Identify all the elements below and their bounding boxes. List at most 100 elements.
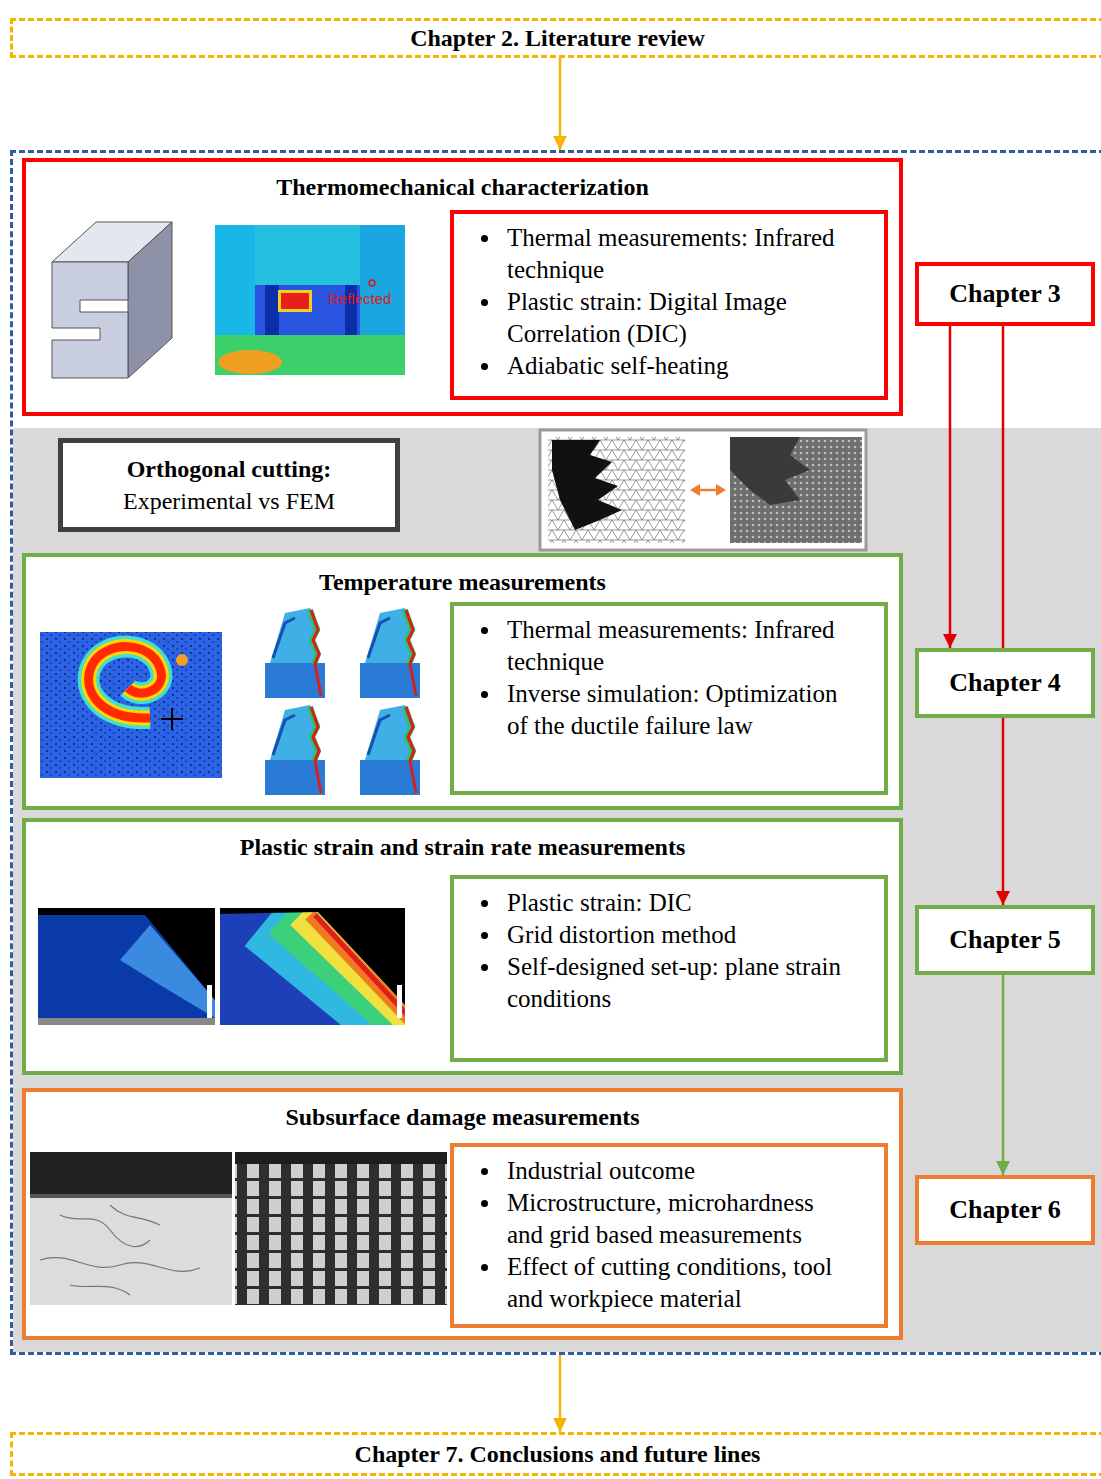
infrared-image: [215, 335, 405, 375]
connector-arrow: [1002, 718, 1005, 905]
box-ground: [58, 438, 400, 532]
fem-vs-photo-panel: [548, 437, 685, 543]
bullet-box: Industrial outcomeMicrostructure, microh…: [450, 1143, 888, 1328]
strain-map-images: [397, 985, 402, 1018]
chip-simulation-images: [265, 705, 325, 795]
micrograph-images: [235, 1152, 447, 1305]
specimen-drawing: [52, 262, 128, 378]
infrared-image: [255, 225, 360, 285]
fem-vs-photo-panel: [730, 437, 810, 505]
infrared-image: [215, 225, 405, 375]
gray-band: [13, 428, 1101, 1352]
section-box: Temperature measurementsThermal measurem…: [22, 553, 903, 810]
strain-map-images: [220, 908, 405, 1025]
box-label: Chapter 6: [949, 1194, 1060, 1226]
fem-vs-photo-panel: [540, 430, 866, 550]
box-label: Orthogonal cutting:: [127, 453, 332, 485]
bullet-text: Inverse simulation: Optimization of the …: [472, 678, 852, 742]
fem-vs-photo-panel: [716, 484, 726, 496]
fem-vs-photo-panel: [690, 484, 700, 496]
section-heading: Subsurface damage measurements: [26, 1102, 899, 1132]
chip-simulation-images: [265, 608, 325, 698]
box-ground: [22, 438, 903, 1340]
section-heading: Thermomechanical characterization: [26, 172, 899, 202]
micrograph-images: [40, 1205, 200, 1295]
infrared-image: [265, 285, 279, 335]
section-box: Plastic strain and strain rate measureme…: [22, 818, 903, 1075]
box-label: Chapter 3: [949, 278, 1060, 310]
image-annotation: Reflected: [328, 290, 391, 308]
group-frame: Thermomechanical characterizationThermal…: [10, 150, 1101, 1355]
bullet-text: Thermal measurements: Infrared technique: [472, 614, 852, 678]
chapter-box: Chapter 4: [915, 648, 1095, 718]
section-heading: Temperature measurements: [26, 567, 899, 597]
bullet-text: Industrial outcome: [472, 1155, 852, 1187]
bullet-text: Microstructure, microhardness and grid b…: [472, 1187, 852, 1251]
section-box: Thermomechanical characterizationThermal…: [22, 158, 903, 416]
spiral-infrared-image: [89, 647, 162, 718]
micrograph-images: [30, 1152, 232, 1305]
connector-arrow: [1002, 975, 1005, 1175]
box-label: Chapter 2. Literature review: [410, 23, 705, 53]
bullet-text: Grid distortion method: [472, 919, 852, 951]
bullet-text: Self-designed set-up: plane strain condi…: [472, 951, 852, 1015]
bullet-text: Effect of cutting conditions, tool and w…: [472, 1251, 852, 1315]
bullet-text: Thermal measurements: Infrared technique: [472, 222, 852, 286]
fem-vs-photo-panel: [552, 440, 622, 530]
infrared-image: [215, 225, 405, 375]
bullet-box: Plastic strain: DICGrid distortion metho…: [450, 875, 888, 1062]
spiral-infrared-image: [40, 632, 222, 778]
micrograph-images: [30, 1194, 232, 1198]
box-label: Chapter 5: [949, 924, 1060, 956]
strain-map-images: [38, 908, 215, 1000]
connector-arrow: [949, 326, 952, 648]
specimen-drawing: [52, 222, 172, 378]
connector-arrow: [1002, 326, 1005, 648]
chapter-box: Chapter 5: [915, 905, 1095, 975]
spiral-infrared-image: [89, 647, 162, 718]
infrared-image: [281, 293, 309, 309]
chapter-box: Chapter 6: [915, 1175, 1095, 1245]
micrograph-images: [235, 1152, 447, 1164]
infrared-image: [278, 290, 312, 312]
spiral-infrared-image: [176, 654, 188, 666]
box-ground: [22, 1088, 903, 1340]
bullet-box: Thermal measurements: Infrared technique…: [450, 210, 888, 400]
section-box: Subsurface damage measurementsIndustrial…: [22, 1088, 903, 1340]
bullet-text: Adiabatic self-heating: [472, 350, 852, 382]
micrograph-images: [30, 1152, 232, 1194]
spiral-infrared-image: [89, 647, 162, 718]
strain-map-images: [38, 908, 410, 1030]
chip-simulation-images: [360, 608, 420, 698]
chip-simulation-images: [360, 705, 420, 795]
box-ground: [22, 553, 903, 810]
box-label: Chapter 7. Conclusions and future lines: [355, 1439, 761, 1469]
spiral-infrared-image: [161, 718, 183, 720]
chip-simulation-images: [265, 608, 420, 795]
strain-map-images: [38, 1018, 215, 1025]
connector-arrow: [559, 1355, 562, 1432]
infrared-image: [218, 350, 282, 374]
specimen-drawing: [128, 222, 172, 378]
micrograph-images: [30, 1152, 447, 1305]
box-label: Experimental vs FEM: [123, 485, 335, 517]
spiral-infrared-image: [40, 632, 222, 778]
strain-map-images: [220, 908, 405, 1005]
section-heading: Plastic strain and strain rate measureme…: [26, 832, 899, 862]
chapter-band: Chapter 2. Literature review: [10, 18, 1101, 58]
box-label: Chapter 4: [949, 667, 1060, 699]
bullet-text: Plastic strain: DIC: [472, 887, 852, 919]
fem-vs-photo-panel: [730, 437, 862, 543]
fem-vs-photo-panel: [698, 489, 718, 492]
chapter-band: Chapter 7. Conclusions and future lines: [10, 1432, 1101, 1476]
chapter-box: Chapter 3: [915, 262, 1095, 326]
bullet-text: Plastic strain: Digital Image Correlatio…: [472, 286, 852, 350]
title-box: Orthogonal cutting:Experimental vs FEM: [58, 438, 400, 532]
bullet-box: Thermal measurements: Infrared technique…: [450, 602, 888, 795]
strain-map-images: [38, 908, 215, 1025]
infrared-image: [369, 280, 375, 286]
connector-arrow: [559, 58, 562, 150]
fem-vs-photo-panel: [540, 430, 866, 550]
box-ground: [22, 818, 903, 1075]
